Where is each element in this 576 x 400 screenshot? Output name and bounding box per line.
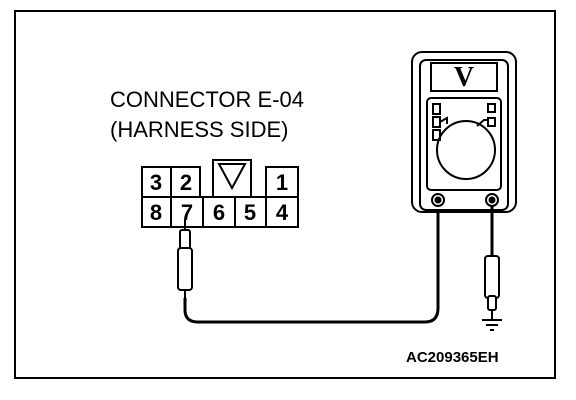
pin-label: 8 — [150, 200, 162, 225]
range-mark — [432, 103, 441, 115]
test-lead-wire — [183, 205, 440, 324]
pin-label: 6 — [213, 200, 225, 225]
selector-dial — [436, 120, 496, 180]
figure-reference-code: AC209365EH — [406, 349, 499, 366]
diagram-frame — [14, 10, 556, 379]
voltmeter — [411, 51, 517, 213]
pin-label: 2 — [180, 170, 192, 195]
voltmeter-bezel — [419, 59, 509, 211]
connector-bottom-row — [141, 196, 299, 228]
pin-label: 1 — [276, 170, 288, 195]
pin-label: 5 — [244, 200, 256, 225]
range-mark — [487, 117, 496, 127]
connector-key-block — [212, 159, 252, 198]
probe-left — [177, 220, 193, 298]
pin-label: 4 — [276, 200, 289, 225]
connector-subtitle: (HARNESS SIDE) — [110, 117, 289, 142]
pin-label: 7 — [181, 200, 193, 225]
connector-key-triangle — [217, 163, 247, 191]
range-arc — [439, 116, 448, 124]
ground-probe — [484, 205, 500, 320]
voltmeter-display-symbol: V — [454, 62, 474, 93]
connector-e04 — [141, 159, 299, 228]
ground-icon — [482, 319, 502, 331]
connector-pin-labels: 3 2 1 8 7 6 5 4 — [150, 170, 289, 225]
voltmeter-display — [430, 62, 498, 92]
voltmeter-dial-panel — [426, 97, 502, 191]
pin-label: 3 — [150, 170, 162, 195]
range-mark — [487, 103, 496, 113]
connector-title: CONNECTOR E-04 — [110, 87, 304, 112]
range-mark — [432, 129, 441, 141]
range-arc — [476, 119, 488, 127]
